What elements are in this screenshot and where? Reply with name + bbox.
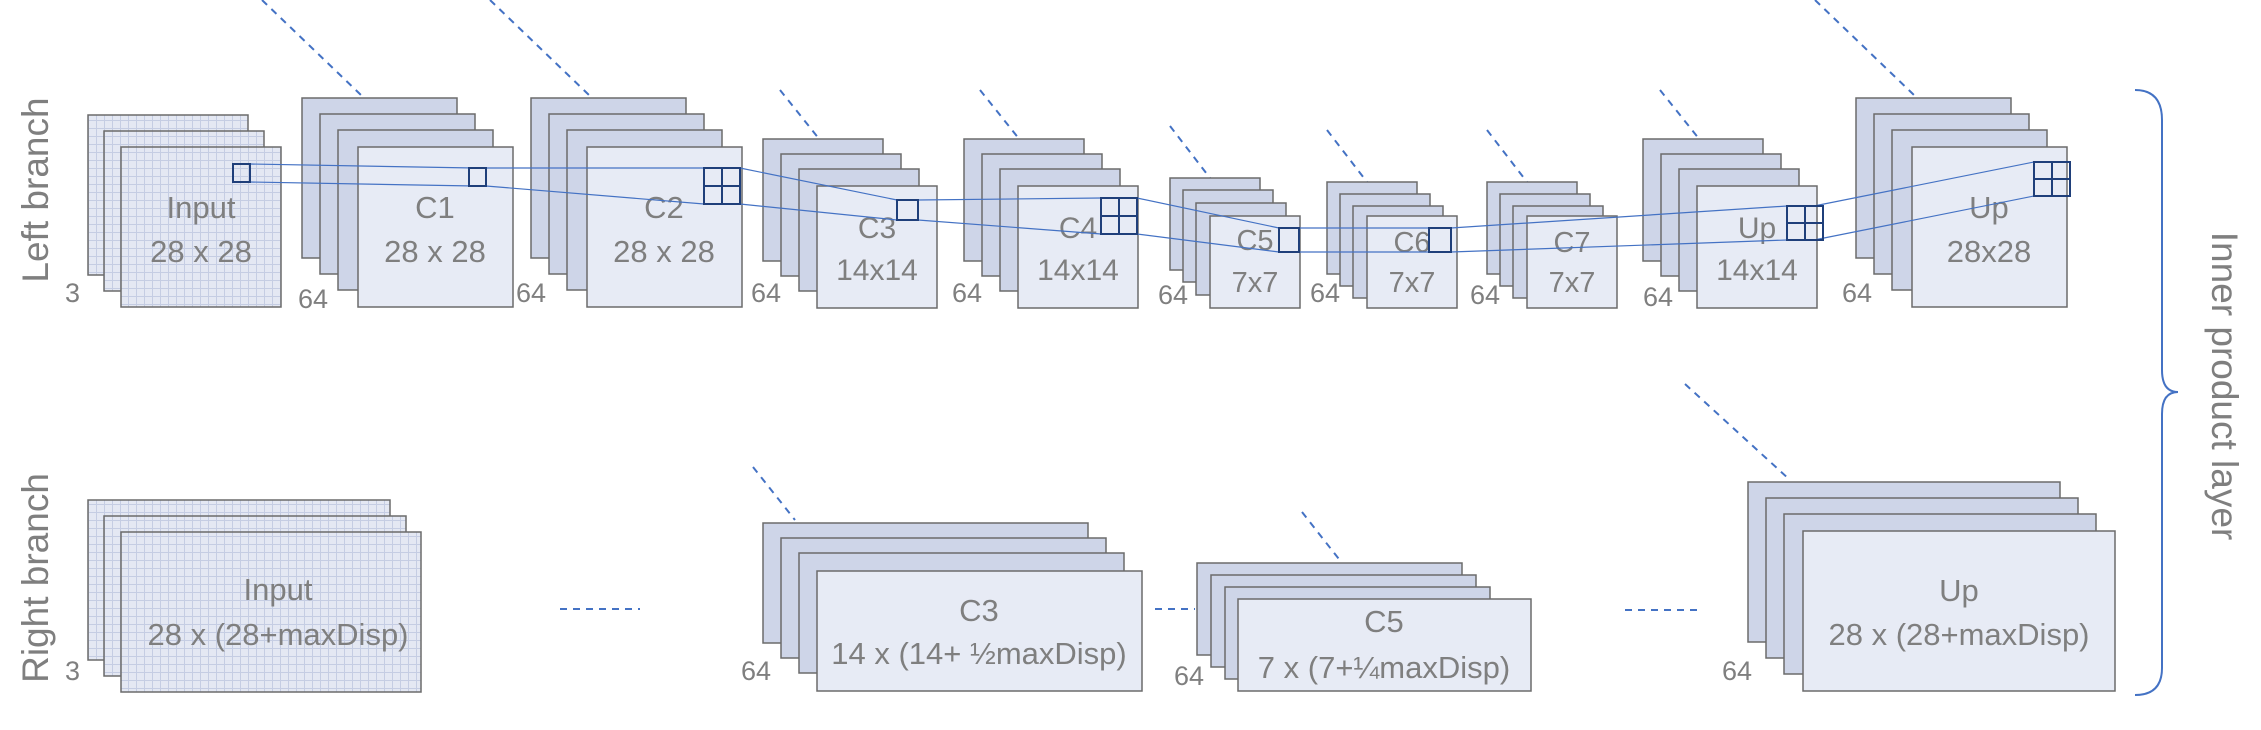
block-size: 14x14 [1716, 254, 1798, 287]
channel-count: 64 [952, 278, 982, 308]
channel-count: 64 [516, 278, 546, 308]
block-size: 14x14 [836, 254, 918, 287]
channel-count: 64 [741, 656, 771, 686]
block-name: C2 [644, 190, 684, 225]
kernel-markers [232, 161, 2071, 253]
block-name: Up [1939, 573, 1979, 608]
block-input-left: Input 28 x 28 3 [65, 114, 282, 308]
block-size: 7x7 [1549, 267, 1596, 299]
channel-count: 64 [298, 284, 328, 314]
block-size: 28 x 28 [150, 234, 252, 269]
block-name: C1 [415, 190, 455, 225]
layer-blocks: Input 28 x 28 3 C1 28 x 28 64 C2 28 x 28… [65, 97, 2116, 693]
channel-count: 3 [65, 278, 80, 308]
block-name: Input [244, 572, 313, 607]
block-name: C5 [1364, 604, 1404, 639]
block-c6: C6 7x7 64 [1310, 181, 1458, 309]
channel-count: 64 [1842, 278, 1872, 308]
channel-count: 64 [1722, 656, 1752, 686]
block-c3-right: C3 14 x (14+ ½maxDisp) 64 [741, 522, 1143, 692]
block-size: 7x7 [1232, 267, 1279, 299]
block-name: C5 [1236, 225, 1273, 257]
block-c2: C2 28 x 28 64 [516, 97, 743, 308]
block-size: 14 x (14+ ½maxDisp) [831, 636, 1126, 671]
channel-count: 64 [1643, 282, 1673, 312]
channel-count: 64 [1310, 278, 1340, 308]
channel-count: 3 [65, 656, 80, 686]
block-size: 7x7 [1389, 267, 1436, 299]
receptive-field-lines [249, 161, 2035, 253]
channel-count: 64 [1470, 280, 1500, 310]
block-up-left-2: Up 28x28 64 [1842, 97, 2068, 308]
inner-product-layer-label: Inner product layer [2204, 232, 2245, 541]
channel-count: 64 [1174, 661, 1204, 691]
block-up-left-1: Up 14x14 64 [1642, 138, 1818, 312]
block-name: C7 [1553, 227, 1590, 259]
block-size: 14x14 [1037, 254, 1119, 287]
block-input-right: Input 28 x (28+maxDisp) 3 [65, 499, 422, 693]
left-branch-label: Left branch [15, 97, 56, 282]
block-size: 28 x (28+maxDisp) [147, 617, 408, 652]
block-size: 28 x 28 [613, 234, 715, 269]
block-up-right: Up 28 x (28+maxDisp) 64 [1722, 481, 2116, 692]
block-name: C6 [1393, 227, 1430, 259]
block-name: Up [1738, 212, 1776, 245]
channel-count: 64 [1158, 280, 1188, 310]
block-size: 28x28 [1947, 234, 2031, 269]
channel-count: 64 [751, 278, 781, 308]
block-c5-right: C5 7 x (7+¼maxDisp) 64 [1174, 562, 1532, 692]
block-size: 7 x (7+¼maxDisp) [1258, 650, 1510, 685]
dashed-guide-lines [261, 0, 1916, 611]
block-c1: C1 28 x 28 64 [298, 97, 514, 314]
block-c4: C4 14x14 64 [952, 138, 1139, 309]
inner-product-brace [2134, 89, 2179, 696]
block-size: 28 x (28+maxDisp) [1828, 617, 2089, 652]
block-c7: C7 7x7 64 [1470, 181, 1618, 310]
block-c5: C5 7x7 64 [1158, 177, 1301, 310]
block-size: 28 x 28 [384, 234, 486, 269]
block-c3: C3 14x14 64 [751, 138, 938, 309]
block-name: C4 [1059, 212, 1097, 245]
right-branch-label: Right branch [15, 473, 56, 683]
block-name: Input [167, 190, 236, 225]
block-name: C3 [959, 593, 999, 628]
